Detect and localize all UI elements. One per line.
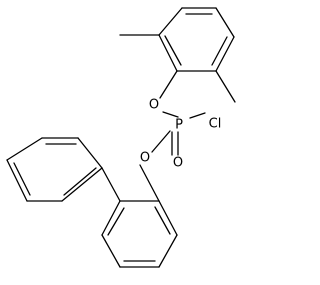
biaryl-bond [101,167,121,202]
oxygen-atom-lower: O [140,151,150,166]
dimethylphenyl-ring [158,7,235,72]
chlorine-atom: Cl [209,117,222,132]
phenyl-ring-left [6,137,103,202]
oxygen-phosphorus-bond-lower [151,130,171,153]
oxygen-phosphorus-bond-upper [162,111,179,118]
phosphorus-atom: P [175,118,183,133]
aryl-oxygen-bond-lower [139,164,160,202]
oxygen-atom-upper: O [149,98,159,113]
biphenyl-inner-ring [101,200,178,268]
aryl-oxygen-bond-upper [159,70,178,99]
phosphoryl-double-bond [171,131,179,156]
methyl-group-right [215,70,236,103]
chemical-structure-diagram: O P Cl O O [6,7,236,268]
phosphorus-chlorine-bond [189,112,206,119]
phosphoryl-oxygen-atom: O [173,156,183,171]
